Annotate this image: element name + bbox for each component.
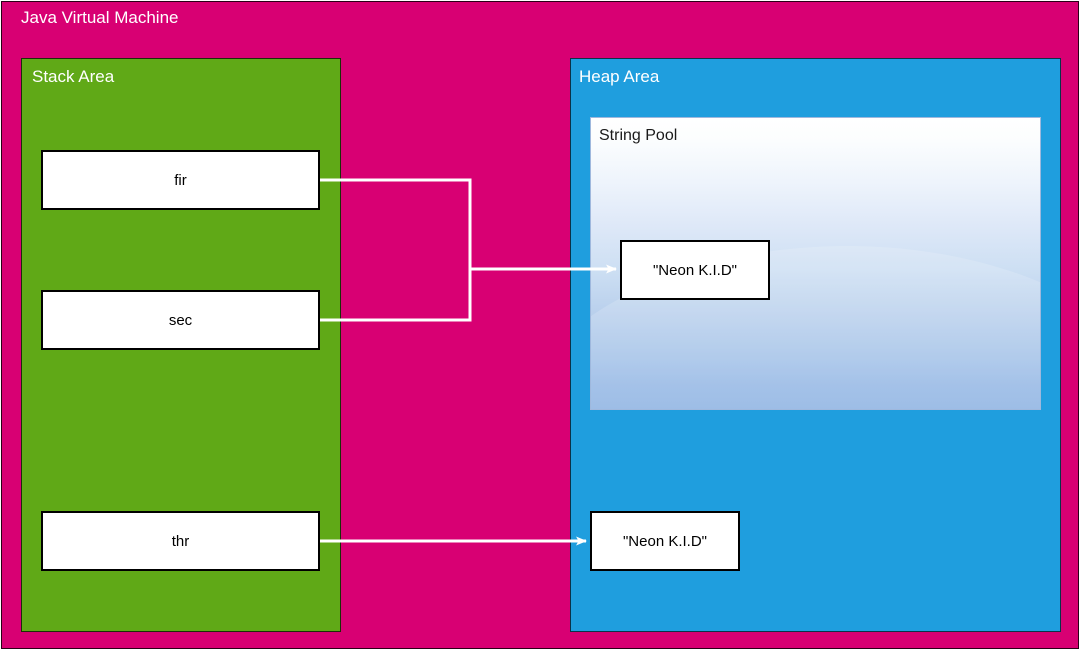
stack-variable-thr[interactable]: thr — [41, 511, 320, 571]
heap-area-label: Heap Area — [579, 67, 660, 86]
heap-object[interactable]: "Neon K.I.D" — [590, 511, 740, 571]
jvm-title: Java Virtual Machine — [21, 8, 179, 27]
stack-area-label: Stack Area — [32, 67, 115, 86]
string-pool-label: String Pool — [599, 127, 678, 144]
stack-variable-sec[interactable]: sec — [41, 290, 320, 350]
string-pool-object[interactable]: "Neon K.I.D" — [620, 240, 770, 300]
stack-variable-fir[interactable]: fir — [41, 150, 320, 210]
